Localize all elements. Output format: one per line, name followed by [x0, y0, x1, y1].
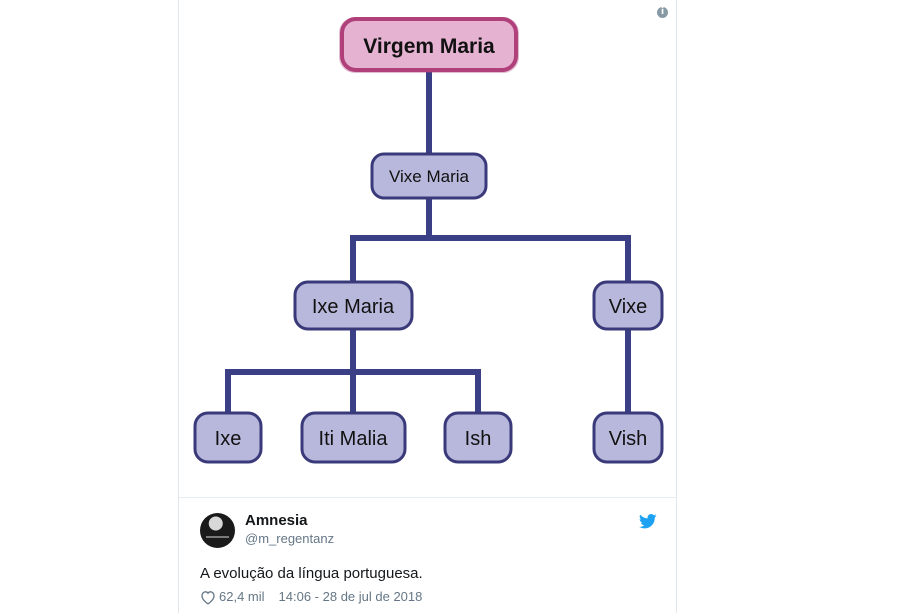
node-ixe-maria: Ixe Maria [293, 280, 414, 331]
node-vish: Vish [592, 411, 664, 464]
media-divider [179, 497, 676, 498]
node-virgem-maria: Virgem Maria [339, 17, 519, 73]
tweet-text: A evolução da língua portuguesa. [200, 565, 423, 582]
node-ish: Ish [443, 411, 513, 464]
node-ixe-label: Ixe [215, 428, 242, 450]
tweet-meta: 62,4 mil 14:06 - 28 de jul de 2018 [200, 588, 422, 606]
info-icon[interactable]: i [657, 7, 668, 18]
node-ish-label: Ish [465, 428, 492, 450]
like-count[interactable]: 62,4 mil [219, 589, 265, 604]
node-vish-label: Vish [609, 428, 648, 450]
tweet-timestamp[interactable]: 14:06 - 28 de jul de 2018 [278, 589, 423, 604]
tweet-media-image[interactable]: Virgem Maria Vixe Maria Ixe Maria Vixe I… [179, 0, 676, 497]
node-ixe: Ixe [193, 411, 263, 464]
avatar[interactable] [200, 513, 235, 548]
node-vixe-label: Vixe [609, 296, 648, 318]
evolution-tree-diagram: Virgem Maria Vixe Maria Ixe Maria Vixe I… [193, 17, 664, 464]
author-name[interactable]: Amnesia [245, 512, 308, 529]
tweet-card: Virgem Maria Vixe Maria Ixe Maria Vixe I… [178, 0, 677, 613]
twitter-bird-icon[interactable] [639, 514, 657, 529]
node-virgem-maria-label: Virgem Maria [363, 35, 495, 58]
node-iti-malia-label: Iti Malia [319, 428, 389, 450]
node-ixe-maria-label: Ixe Maria [312, 296, 395, 318]
node-vixe: Vixe [592, 280, 664, 331]
node-vixe-maria-label: Vixe Maria [389, 167, 470, 186]
heart-icon[interactable] [200, 590, 216, 605]
node-iti-malia: Iti Malia [300, 411, 407, 464]
node-vixe-maria: Vixe Maria [370, 152, 488, 200]
author-handle[interactable]: @m_regentanz [245, 531, 335, 546]
